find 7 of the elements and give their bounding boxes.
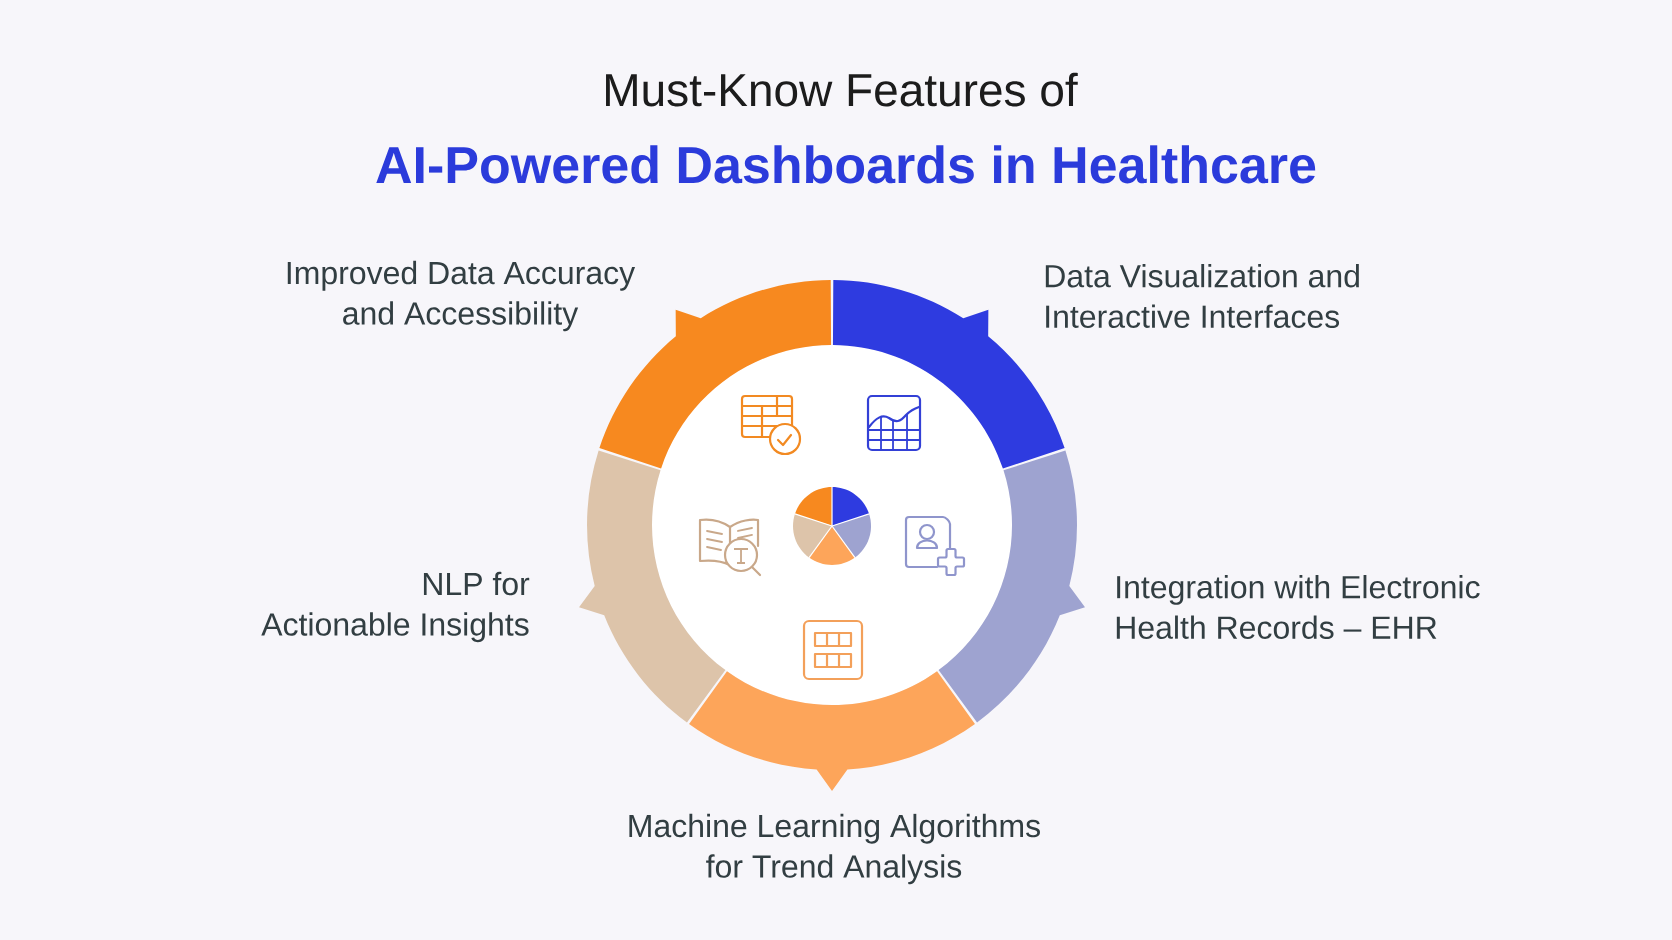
feature-label: Data Visualization and Interactive Interfaces: [1045, 264, 1359, 328]
feature-label: Machine Learning Algorithms for Trend Analysis: [629, 813, 1040, 885]
feature-label: Improved Data Accuracy and Accessibility: [287, 260, 636, 332]
title: Must-Know Features of: [606, 72, 1078, 107]
title: AI-Powered Dashboards in Healthcare: [376, 145, 1316, 184]
feature-label: Integration with Electronic Health Records – EHR: [1116, 575, 1480, 639]
feature-label: NLP for Actionable Insights: [261, 571, 530, 643]
